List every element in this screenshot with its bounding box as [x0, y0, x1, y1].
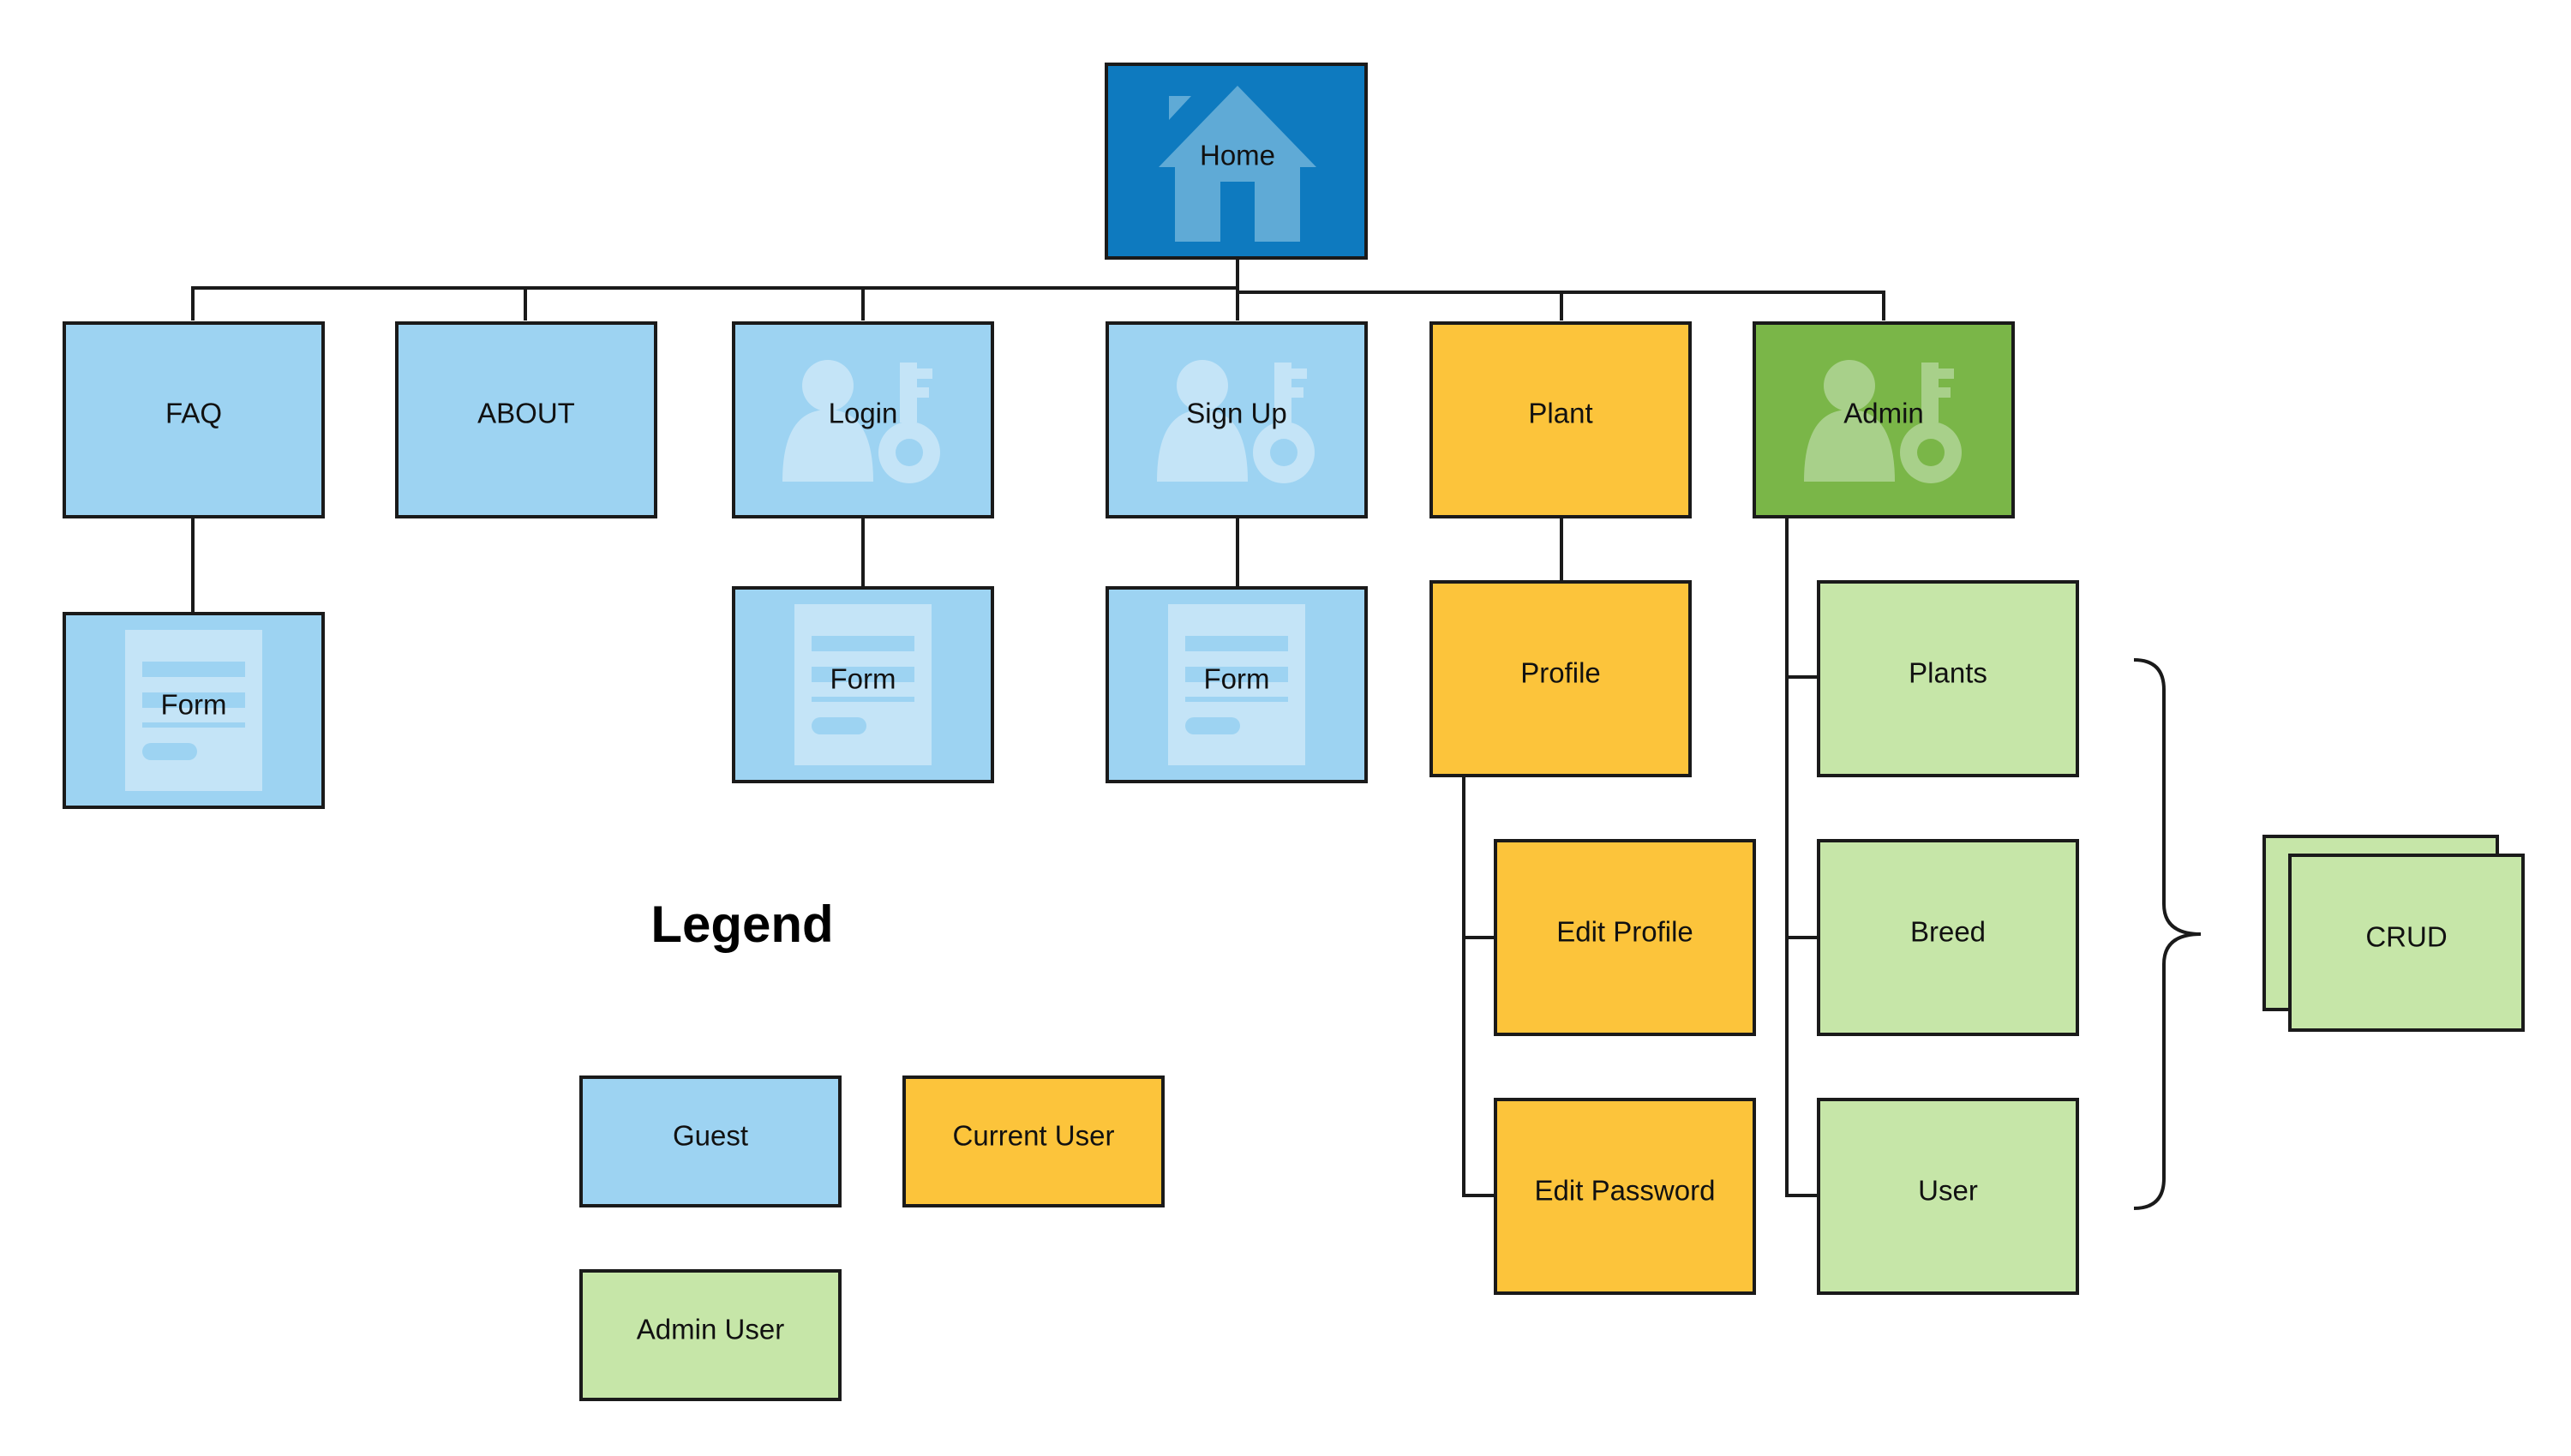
node-faq-form[interactable]: Form	[63, 612, 325, 809]
node-profile-label: Profile	[1520, 657, 1601, 689]
key-ring-hole	[1917, 439, 1945, 466]
node-breed[interactable]: Breed	[1817, 839, 2079, 1036]
node-profile[interactable]: Profile	[1429, 580, 1692, 777]
crud-front-card	[2288, 854, 2525, 1032]
node-edit-password-label: Edit Password	[1535, 1175, 1716, 1207]
node-plant-label: Plant	[1528, 398, 1592, 429]
connectors	[191, 258, 2202, 1210]
key-ring-hole	[896, 439, 923, 466]
node-signup-form[interactable]: Form	[1106, 586, 1368, 783]
node-about[interactable]: ABOUT	[395, 321, 657, 518]
node-user[interactable]: User	[1817, 1098, 2079, 1295]
node-crud-label: CRUD	[2365, 921, 2447, 953]
node-about-label: ABOUT	[477, 398, 575, 429]
node-faq-form-label: Form	[161, 689, 227, 721]
node-signup[interactable]: Sign Up	[1106, 321, 1368, 518]
node-signup-label: Sign Up	[1186, 398, 1286, 429]
connector-bus-left	[191, 286, 1238, 321]
form-document-icon	[125, 630, 262, 791]
user-key-icon	[1157, 360, 1315, 483]
node-login-form[interactable]: Form	[732, 586, 994, 783]
node-admin-label: Admin	[1843, 398, 1924, 429]
connector-profile-branch	[1462, 776, 1495, 1197]
node-login[interactable]: Login	[732, 321, 994, 518]
node-login-label: Login	[829, 398, 898, 429]
node-admin[interactable]: Admin	[1753, 321, 2015, 518]
legend-title: Legend	[650, 896, 833, 953]
node-plants-label: Plants	[1909, 657, 1987, 689]
key-ring-hole	[1270, 439, 1297, 466]
node-plants[interactable]: Plants	[1817, 580, 2079, 777]
node-login-form-label: Form	[830, 663, 896, 695]
node-faq-label: FAQ	[165, 398, 222, 429]
form-document-icon	[794, 604, 932, 765]
node-breed-label: Breed	[1910, 916, 1986, 948]
connector-admin-branch	[1785, 517, 1819, 1197]
node-user-label: User	[1918, 1175, 1978, 1207]
legend-admin-user-label: Admin User	[637, 1314, 784, 1345]
legend-current-user: Current User	[902, 1076, 1165, 1207]
curly-brace	[2133, 658, 2202, 1210]
node-home-label: Home	[1200, 140, 1275, 171]
legend-current-user-label: Current User	[953, 1120, 1115, 1152]
node-edit-profile[interactable]: Edit Profile	[1494, 839, 1756, 1036]
node-faq[interactable]: FAQ	[63, 321, 325, 518]
node-crud[interactable]: CRUD	[2262, 835, 2525, 1032]
node-home[interactable]: Home	[1105, 63, 1368, 260]
house-door-icon	[1220, 182, 1255, 242]
node-edit-password[interactable]: Edit Password	[1494, 1098, 1756, 1295]
node-plant[interactable]: Plant	[1429, 321, 1692, 518]
node-edit-profile-label: Edit Profile	[1556, 916, 1693, 948]
form-document-icon	[1168, 604, 1305, 765]
legend-guest-label: Guest	[673, 1120, 748, 1152]
legend-admin-user: Admin User	[579, 1269, 842, 1401]
node-signup-form-label: Form	[1204, 663, 1270, 695]
connector-bus-right	[1238, 291, 1885, 321]
legend-guest: Guest	[579, 1076, 842, 1207]
